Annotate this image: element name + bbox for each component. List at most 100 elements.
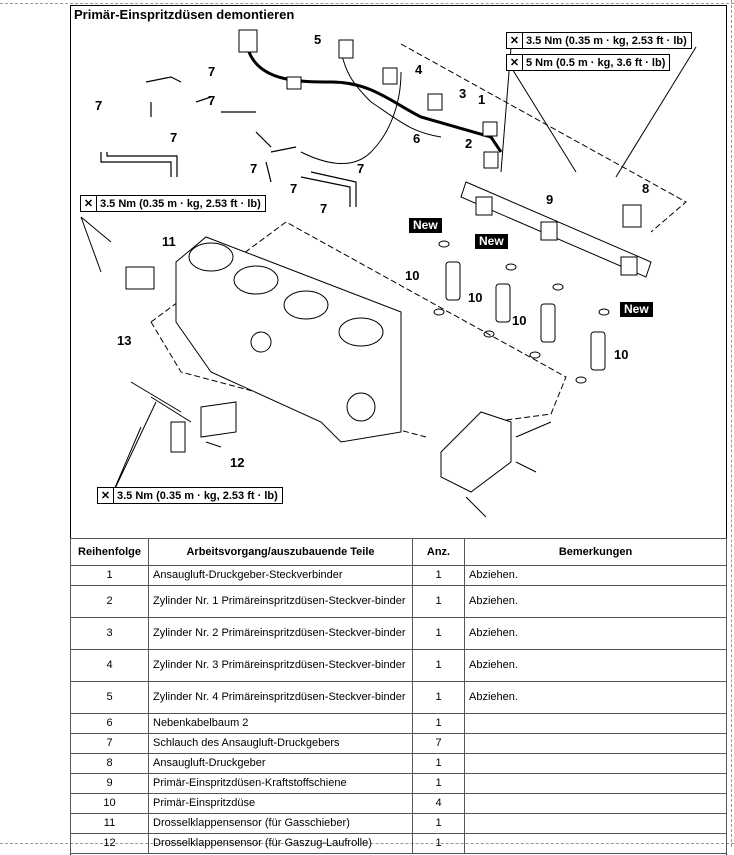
callout-9: 9: [546, 192, 554, 207]
torque-spec-badge: ✕3.5 Nm (0.35 m · kg, 2.53 ft · lb): [97, 487, 283, 504]
torque-spec-badge: ✕3.5 Nm (0.35 m · kg, 2.53 ft · lb): [80, 195, 266, 212]
cell-note: Abziehen.: [464, 649, 727, 682]
torque-spec-badge: ✕3.5 Nm (0.35 m · kg, 2.53 ft · lb): [506, 32, 692, 49]
cell-part: Drosselklappensensor (für Gaszug-Laufrol…: [148, 833, 413, 854]
callout-13: 13: [117, 333, 132, 348]
new-part-badge: New: [475, 234, 508, 249]
torque-wrench-icon: ✕: [81, 196, 97, 211]
cell-note: Abziehen.: [464, 681, 727, 714]
cell-note: [464, 713, 727, 734]
callout-11: 11: [162, 234, 176, 249]
procedure-table: Reihenfolge Arbeitsvorgang/auszubauende …: [70, 538, 727, 854]
cell-part: Primär-Einspritzdüse: [148, 793, 413, 814]
callout-8: 8: [642, 181, 650, 196]
cell-qty: 4: [412, 793, 465, 814]
cell-qty: 1: [412, 617, 465, 650]
throttle-sensor-12: [130, 381, 237, 453]
callout-7: 7: [95, 98, 103, 113]
callout-3: 3: [459, 86, 467, 101]
cell-seq: 6: [70, 713, 149, 734]
cover-bracket: [440, 411, 552, 518]
cell-part: Zylinder Nr. 2 Primäreinspritzdüsen-Stec…: [148, 617, 413, 650]
cell-qty: 1: [412, 585, 465, 618]
callout-7: 7: [357, 161, 365, 176]
cell-qty: 1: [412, 565, 465, 586]
callout-10: 10: [405, 268, 420, 283]
cell-seq: 7: [70, 733, 149, 754]
cell-part: Zylinder Nr. 3 Primäreinspritzdüsen-Stec…: [148, 649, 413, 682]
new-part-badge: New: [409, 218, 442, 233]
callout-7: 7: [208, 93, 216, 108]
callout-2: 2: [465, 136, 473, 151]
cell-part: Zylinder Nr. 4 Primäreinspritzdüsen-Stec…: [148, 681, 413, 714]
cell-part: Drosselklappensensor (für Gasschieber): [148, 813, 413, 834]
cell-qty: 1: [412, 681, 465, 714]
cell-qty: 7: [412, 733, 465, 754]
throttle-body: [125, 236, 402, 443]
callout-6: 6: [413, 131, 421, 146]
cell-note: [464, 773, 727, 794]
fuel-injectors: [433, 240, 610, 384]
callout-10: 10: [614, 347, 629, 362]
new-part-badge: New: [620, 302, 653, 317]
callout-7: 7: [290, 181, 298, 196]
cell-qty: 1: [412, 649, 465, 682]
cell-note: Abziehen.: [464, 585, 727, 618]
callout-4: 4: [415, 62, 423, 77]
header-notes: Bemerkungen: [464, 538, 727, 566]
cell-seq: 2: [70, 585, 149, 618]
callout-5: 5: [314, 32, 322, 47]
cell-seq: 11: [70, 813, 149, 834]
callout-7: 7: [208, 64, 216, 79]
cell-seq: 4: [70, 649, 149, 682]
torque-wrench-icon: ✕: [507, 55, 523, 70]
torque-wrench-icon: ✕: [98, 488, 114, 503]
cell-qty: 1: [412, 833, 465, 854]
cell-seq: 10: [70, 793, 149, 814]
wire-harness: [238, 29, 503, 169]
cell-part: Zylinder Nr. 1 Primäreinspritzdüsen-Stec…: [148, 585, 413, 618]
cell-note: [464, 813, 727, 834]
callout-7: 7: [250, 161, 258, 176]
cell-part: Primär-Einspritzdüsen-Kraftstoffschiene: [148, 773, 413, 794]
header-part: Arbeitsvorgang/auszubauende Teile: [148, 538, 413, 566]
cell-part: Schlauch des Ansaugluft-Druckgebers: [148, 733, 413, 754]
content-frame: [70, 5, 727, 855]
cell-part: Ansaugluft-Druckgeber: [148, 753, 413, 774]
cell-note: Abziehen.: [464, 565, 727, 586]
cell-seq: 12: [70, 833, 149, 854]
cell-seq: 3: [70, 617, 149, 650]
page-edge-right: [731, 0, 732, 847]
cell-note: [464, 793, 727, 814]
fuel-rail: [460, 181, 652, 278]
cell-qty: 1: [412, 773, 465, 794]
exploded-diagram: [80, 29, 697, 518]
header-seq: Reihenfolge: [70, 538, 149, 566]
table-header-row: Reihenfolge Arbeitsvorgang/auszubauende …: [70, 538, 727, 566]
torque-wrench-icon: ✕: [507, 33, 523, 48]
cell-qty: 1: [412, 753, 465, 774]
cell-part: Ansaugluft-Druckgeber-Steckverbinder: [148, 565, 413, 586]
cell-seq: 5: [70, 681, 149, 714]
cell-qty: 1: [412, 813, 465, 834]
callout-7: 7: [170, 130, 178, 145]
cell-seq: 9: [70, 773, 149, 794]
callout-1: 1: [478, 92, 486, 107]
cell-note: Abziehen.: [464, 617, 727, 650]
cell-note: [464, 833, 727, 854]
hoses: [100, 76, 357, 207]
page-edge-top: [0, 3, 734, 4]
cell-note: [464, 753, 727, 774]
